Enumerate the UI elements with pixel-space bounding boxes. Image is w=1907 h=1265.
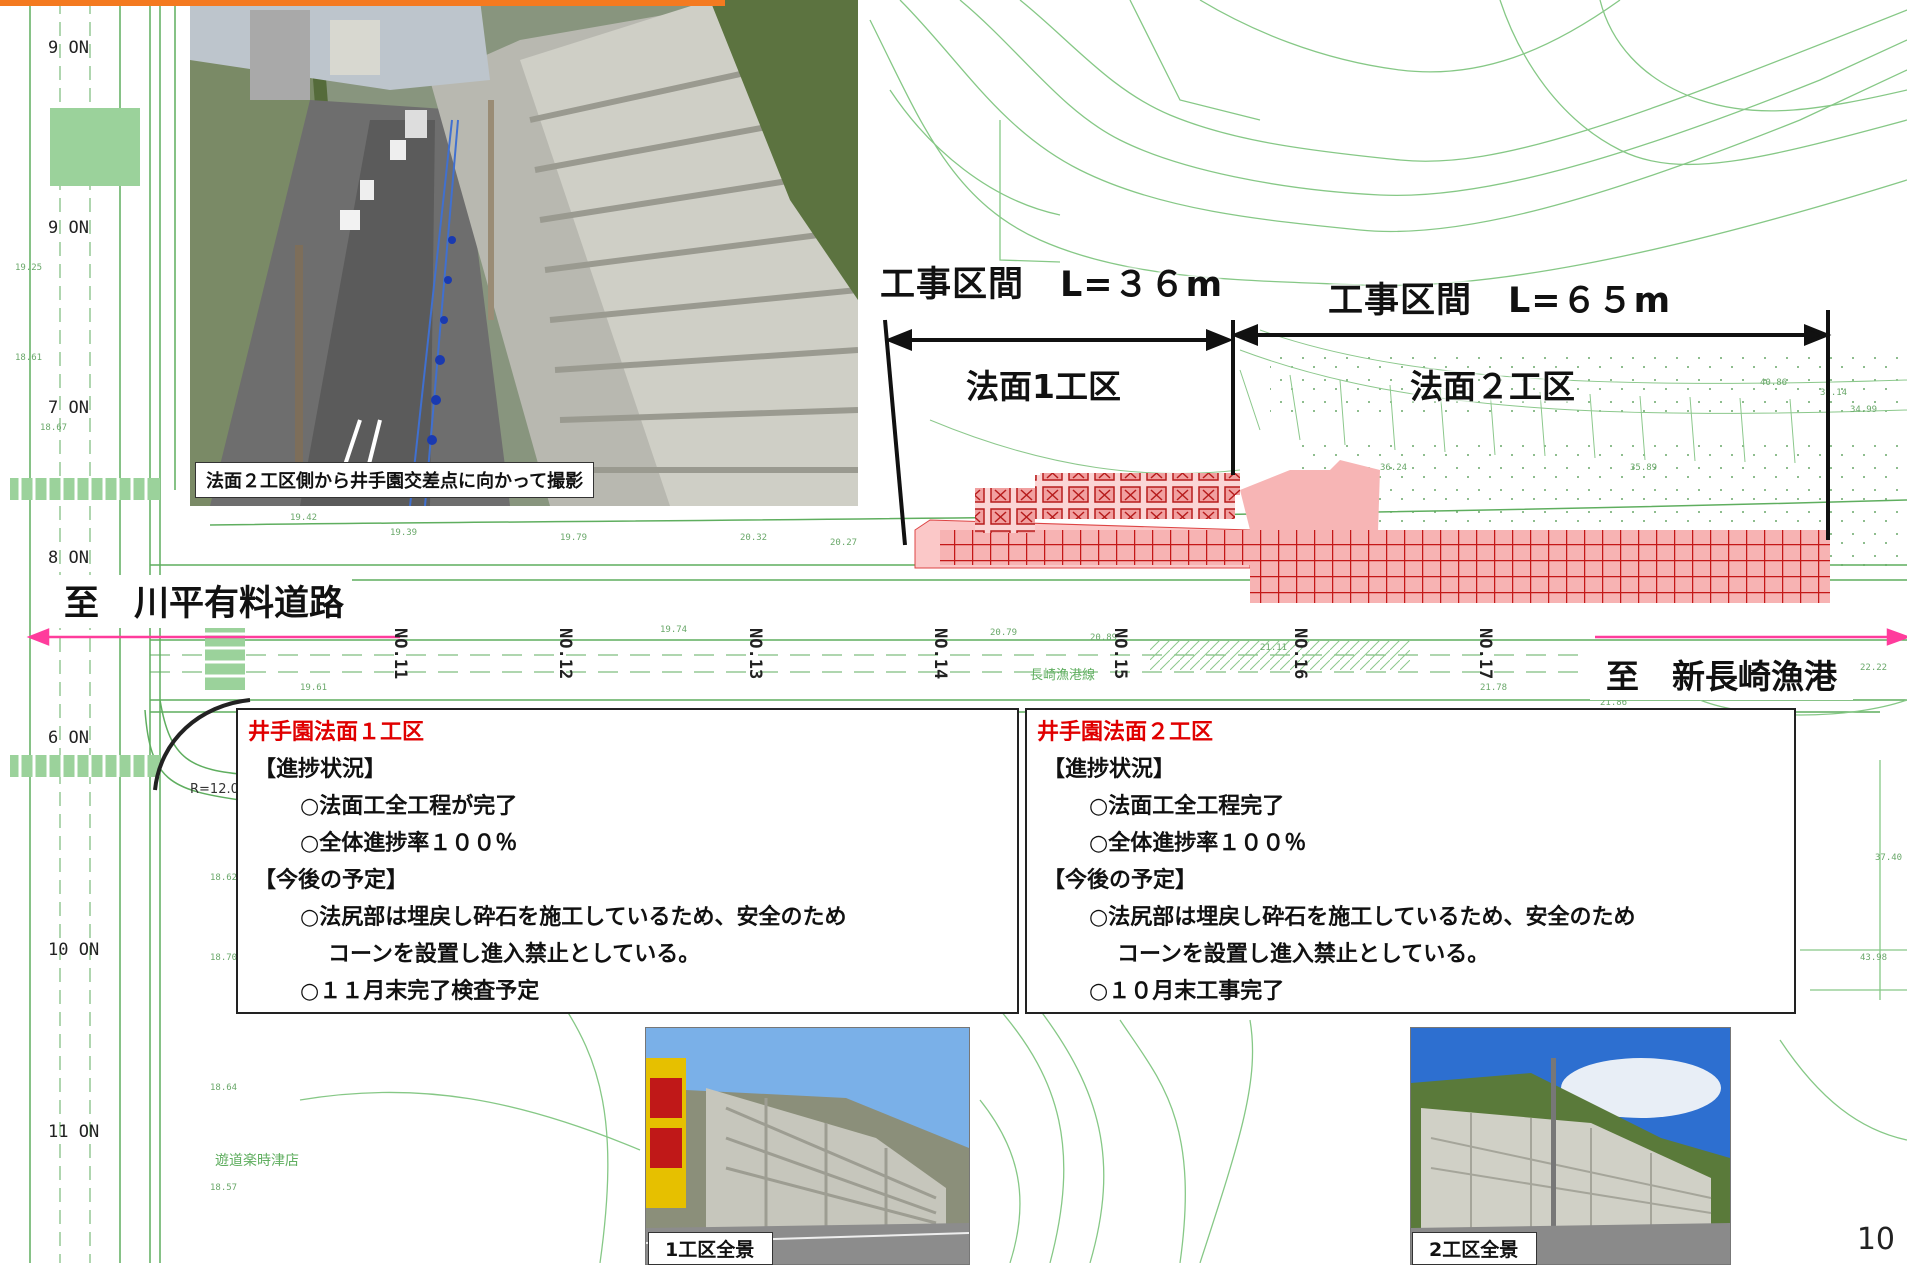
section1-overview-photo <box>645 1027 970 1265</box>
svg-text:18.64: 18.64 <box>210 1083 237 1093</box>
svg-text:21.86: 21.86 <box>1600 698 1627 708</box>
section1-name-label: 法面1工区 <box>966 367 1121 406</box>
left-column-label: 9 ON <box>48 218 89 238</box>
road-station-label: NO.15 <box>1110 628 1130 679</box>
svg-text:20.32: 20.32 <box>740 533 767 543</box>
svg-text:21.78: 21.78 <box>1480 683 1507 693</box>
road-station-label: NO.11 <box>390 628 410 679</box>
direction-east-label: 至 新長崎漁港 <box>1590 650 1853 700</box>
left-column-label: 7 ON <box>48 398 89 418</box>
left-column-label: 10 ON <box>48 940 100 960</box>
road-station-label: NO.12 <box>555 628 575 679</box>
svg-text:43.98: 43.98 <box>1860 953 1887 963</box>
svg-text:34.99: 34.99 <box>1850 405 1877 415</box>
road-station-label: NO.14 <box>930 628 950 679</box>
top-site-photo <box>190 0 858 506</box>
schedule-item: コーンを設置し進入禁止としている。 <box>328 942 701 967</box>
status-panel-section2: 井手園法面２工区 【進捗状況】 ○法面工全工程完了 ○全体進捗率１００％ 【今後… <box>1025 708 1796 1014</box>
svg-text:18.62: 18.62 <box>210 873 237 883</box>
direction-west-label: 至 川平有料道路 <box>42 575 353 628</box>
section1-length-label: 工事区間 L=３６m <box>880 265 1224 305</box>
progress-item: ○法面工全工程が完了 <box>300 794 518 819</box>
schedule-item: ○法尻部は埋戻し砕石を施工しているため、安全のため <box>1089 905 1636 930</box>
shop-label: 遊道楽時津店 <box>215 1153 299 1169</box>
svg-text:35.89: 35.89 <box>1630 463 1657 473</box>
schedule-heading: 【今後の予定】 <box>254 868 409 893</box>
top-photo-caption: 法面２工区側から井手園交差点に向かって撮影 <box>195 462 595 498</box>
svg-text:20.27: 20.27 <box>830 538 857 548</box>
road-station-label: NO.13 <box>745 628 765 679</box>
svg-text:19.25: 19.25 <box>15 263 42 273</box>
progress-heading: 【進捗状況】 <box>254 757 387 782</box>
schedule-item: ○１０月末工事完了 <box>1089 979 1285 1004</box>
left-column-label: 11 ON <box>48 1122 100 1142</box>
svg-text:18.57: 18.57 <box>210 1183 237 1193</box>
schedule-item: コーンを設置し進入禁止としている。 <box>1117 942 1490 967</box>
section2-length-label: 工事区間 L=６５m <box>1328 281 1672 321</box>
orange-accent-bar <box>0 0 725 6</box>
svg-text:18.61: 18.61 <box>15 353 42 363</box>
left-column-label: 8 ON <box>48 548 89 568</box>
schedule-item: ○１１月末完了検査予定 <box>300 979 540 1004</box>
svg-text:37.40: 37.40 <box>1875 853 1902 863</box>
svg-text:19.39: 19.39 <box>390 528 417 538</box>
schedule-heading: 【今後の予定】 <box>1043 868 1198 893</box>
road-name-label: 長崎漁港線 <box>1030 668 1096 683</box>
svg-text:19.61: 19.61 <box>300 683 327 693</box>
svg-text:40.86: 40.86 <box>1760 378 1787 388</box>
svg-text:18.70: 18.70 <box>210 953 237 963</box>
section2-name-label: 法面２工区 <box>1410 367 1575 406</box>
svg-text:19.42: 19.42 <box>290 513 317 523</box>
progress-item: ○全体進捗率１００％ <box>1089 831 1307 856</box>
page-number: 10 <box>1856 1222 1895 1257</box>
status-panel-title: 井手園法面２工区 <box>1037 720 1214 745</box>
svg-text:19.79: 19.79 <box>560 533 587 543</box>
schedule-item: ○法尻部は埋戻し砕石を施工しているため、安全のため <box>300 905 847 930</box>
status-panel-section1: 井手園法面１工区 【進捗状況】 ○法面工全工程が完了 ○全体進捗率１００％ 【今… <box>236 708 1019 1014</box>
section1-photo-caption: 1工区全景 <box>648 1232 774 1265</box>
svg-text:22.22: 22.22 <box>1860 663 1887 673</box>
progress-heading: 【進捗状況】 <box>1043 757 1176 782</box>
svg-text:35.14: 35.14 <box>1820 388 1847 398</box>
svg-text:36.24: 36.24 <box>1380 463 1407 473</box>
left-column-label: 6 ON <box>48 728 89 748</box>
road-station-label: NO.16 <box>1290 628 1310 679</box>
svg-text:18.67: 18.67 <box>40 423 67 433</box>
road-station-label: NO.17 <box>1475 628 1495 679</box>
svg-text:19.74: 19.74 <box>660 625 687 635</box>
section2-overview-photo <box>1410 1027 1731 1265</box>
section2-photo-caption: 2工区全景 <box>1412 1232 1538 1265</box>
progress-item: ○法面工全工程完了 <box>1089 794 1285 819</box>
svg-text:21.11: 21.11 <box>1260 643 1287 653</box>
curve-radius-label: R=12.0 <box>190 782 239 797</box>
svg-text:20.89: 20.89 <box>1090 633 1117 643</box>
progress-item: ○全体進捗率１００％ <box>300 831 518 856</box>
left-column-label: 9 ON <box>48 38 89 58</box>
status-panel-title: 井手園法面１工区 <box>248 720 425 745</box>
svg-text:20.79: 20.79 <box>990 628 1017 638</box>
